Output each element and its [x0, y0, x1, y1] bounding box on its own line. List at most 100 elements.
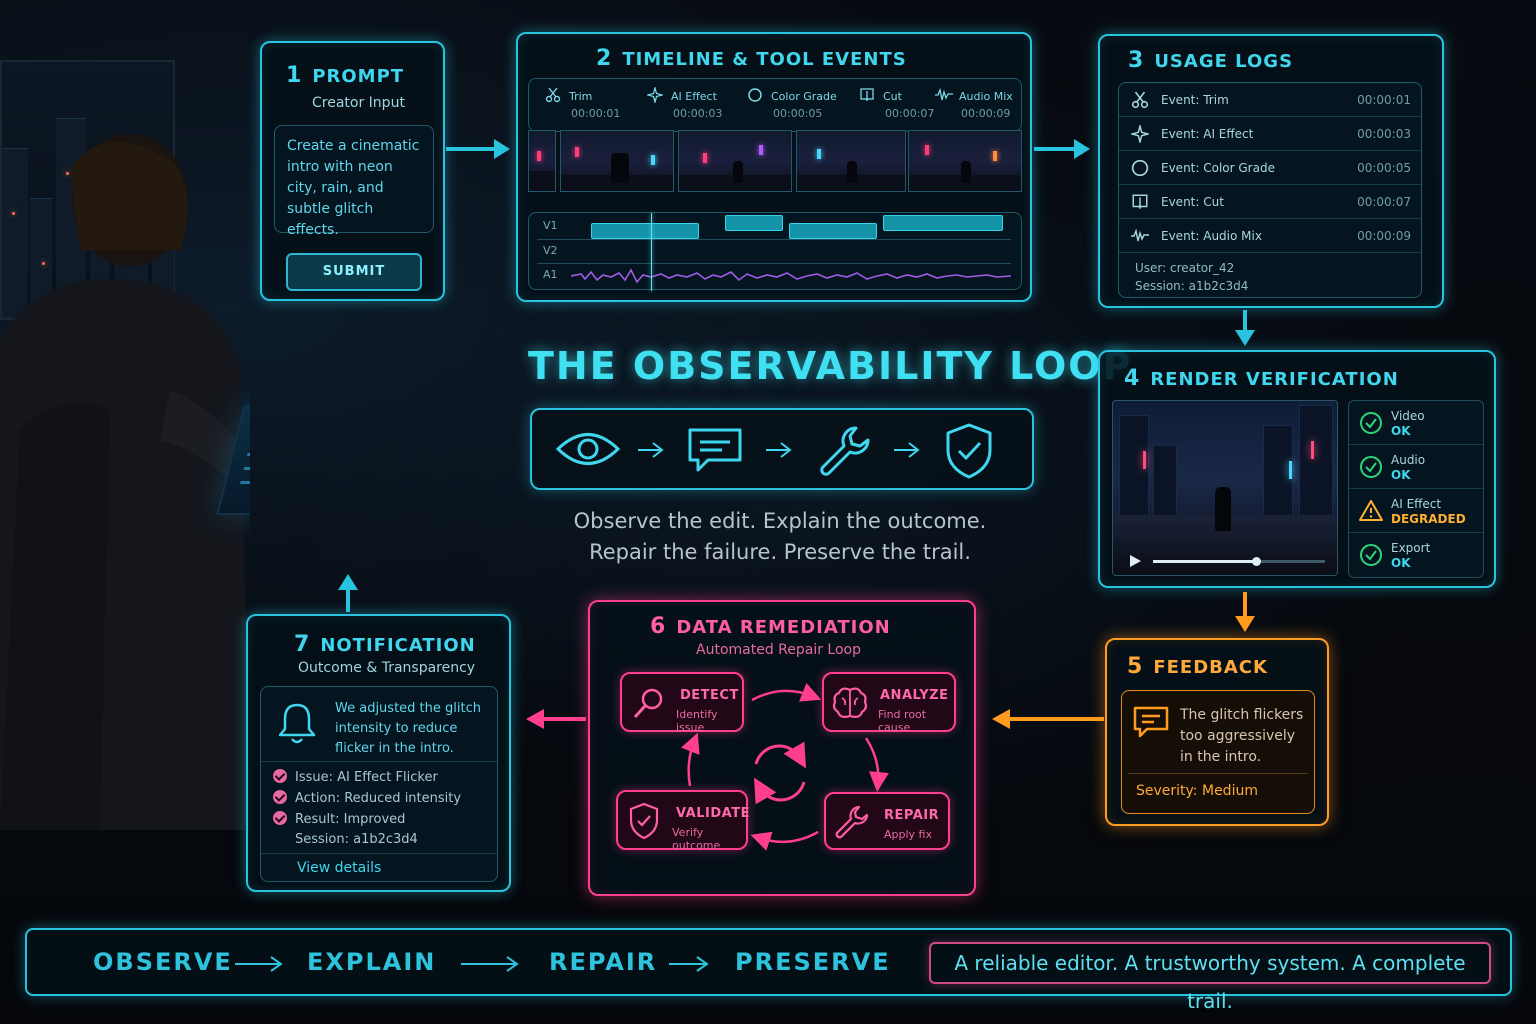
- scissors-icon: [545, 87, 561, 103]
- view-details-link[interactable]: View details: [297, 860, 382, 876]
- render-preview[interactable]: [1112, 400, 1338, 576]
- footer-preserve: PRESERVE: [735, 948, 891, 976]
- step-repair[interactable]: REPAIR Apply fix: [824, 792, 950, 850]
- chat-icon: [688, 428, 742, 472]
- tool-cut[interactable]: Cut 00:00:07: [859, 87, 934, 120]
- audio-waveform: [571, 268, 1011, 284]
- playhead[interactable]: [651, 213, 652, 291]
- play-icon[interactable]: [1127, 553, 1143, 569]
- feedback-text: The glitch flickers too aggressively in …: [1180, 707, 1304, 765]
- remediation-cycle-arrows: [681, 683, 889, 851]
- center-tagline: Observe the edit. Explain the outcome. R…: [573, 509, 987, 564]
- step-analyze[interactable]: ANALYZE Find root cause: [822, 672, 956, 734]
- wrench-icon: [820, 426, 870, 476]
- thumbnail-1[interactable]: [528, 130, 556, 192]
- check-circle-icon: [1360, 456, 1382, 478]
- clip[interactable]: [789, 223, 877, 239]
- notification-result: Result: Improved: [273, 811, 405, 827]
- step-validate[interactable]: VALIDATE Verify outcome: [616, 790, 749, 852]
- waveform-icon: [1131, 228, 1149, 242]
- clip[interactable]: [883, 215, 1003, 231]
- wrench-icon: [835, 805, 869, 839]
- footer-tagline: A reliable editor. A trustworthy system.…: [929, 942, 1491, 1013]
- magnifier-icon: [633, 688, 663, 719]
- thumbnail-4[interactable]: [796, 130, 906, 192]
- feedback-card: The glitch flickers too aggressively in …: [1121, 690, 1315, 814]
- arrow-right-icon: [235, 956, 283, 972]
- arrow-left-icon: [992, 709, 1104, 729]
- scrub-progress: [1153, 560, 1257, 563]
- scrub-track[interactable]: [1153, 557, 1325, 566]
- creator-scene-illustration: [0, 60, 250, 880]
- shield-check-icon: [946, 423, 992, 479]
- clip[interactable]: [725, 215, 783, 231]
- circle-icon: [748, 88, 762, 102]
- arrow-right-icon: [461, 956, 519, 972]
- scissors-icon: [1131, 91, 1149, 109]
- notification-issue: Issue: AI Effect Flicker: [273, 769, 438, 785]
- loop-icon-bar: [530, 408, 1034, 490]
- cut-icon: [860, 88, 874, 101]
- check-circle-icon: [1360, 544, 1382, 566]
- clip[interactable]: [591, 223, 699, 239]
- arrow-down-icon: [1235, 310, 1255, 346]
- tool-trim[interactable]: Trim 00:00:01: [545, 87, 620, 120]
- notification-session: Session: a1b2c3d4: [295, 832, 418, 847]
- remediation-subtitle: Automated Repair Loop: [696, 642, 862, 658]
- arrow-right-icon: [766, 442, 792, 458]
- log-user: User: creator_42: [1135, 261, 1235, 275]
- prompt-textbox[interactable]: Create a cinematic intro with neon city,…: [274, 125, 434, 238]
- arrow-right-icon: [446, 139, 510, 159]
- notification-text: We adjusted the glitch intensity to redu…: [335, 701, 481, 756]
- arrow-right-icon: [1034, 139, 1090, 159]
- bell-icon: [278, 703, 316, 744]
- waveform-icon: [935, 87, 953, 101]
- arrow-right-icon: [669, 956, 709, 972]
- sparkle-icon: [645, 85, 665, 105]
- brain-icon: [832, 687, 868, 718]
- track-v2: V2: [537, 239, 1011, 261]
- thumbnail-5[interactable]: [908, 130, 1022, 192]
- footer-repair: REPAIR: [549, 948, 658, 976]
- footer-observe: OBSERVE: [93, 948, 233, 976]
- cut-icon: [1132, 194, 1148, 209]
- thumbnail-2[interactable]: [560, 130, 674, 192]
- check-icon: [273, 811, 287, 825]
- page-title: THE OBSERVABILITY LOOP: [528, 344, 1133, 388]
- creator-silhouette: [0, 134, 250, 830]
- step-detect[interactable]: DETECT Identify issue: [620, 672, 744, 734]
- submit-button[interactable]: SUBMIT: [286, 253, 422, 291]
- tool-audio-mix[interactable]: Audio Mix 00:00:09: [935, 87, 1013, 120]
- arrow-right-icon: [638, 442, 664, 458]
- warning-icon: [1359, 500, 1383, 521]
- scrub-handle[interactable]: [1252, 557, 1262, 566]
- check-circle-icon: [1360, 412, 1382, 434]
- tool-color-grade[interactable]: Color Grade 00:00:05: [747, 87, 837, 120]
- tool-ai-effect[interactable]: AI Effect 00:00:03: [645, 85, 722, 120]
- arrow-up-icon: [338, 574, 358, 612]
- tool-events-bar: Trim 00:00:01 AI Effect 00:00:03 Color G…: [528, 78, 1022, 132]
- notification-subtitle: Outcome & Transparency: [298, 660, 476, 676]
- thumbnail-3[interactable]: [678, 130, 792, 192]
- log-session: Session: a1b2c3d4: [1135, 279, 1249, 293]
- prompt-text: Create a cinematic intro with neon city,…: [287, 138, 420, 238]
